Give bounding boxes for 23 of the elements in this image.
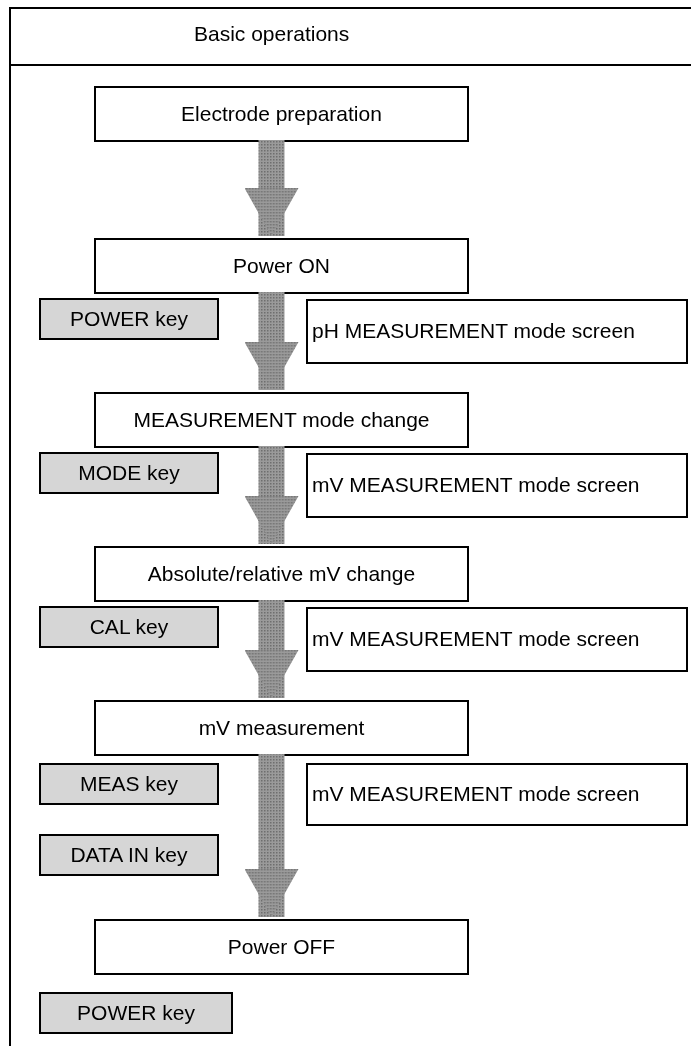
key-label-box: DATA IN key xyxy=(39,834,219,876)
process-box: Power OFF xyxy=(94,919,469,975)
screen-box: pH MEASUREMENT mode screen xyxy=(306,299,688,364)
key-label-box: POWER key xyxy=(39,992,233,1034)
screen-box: mV MEASUREMENT mode screen xyxy=(306,607,688,672)
key-label-box: POWER key xyxy=(39,298,219,340)
frame xyxy=(9,7,691,1046)
process-box: mV measurement xyxy=(94,700,469,756)
key-label-box: CAL key xyxy=(39,606,219,648)
heading: Basic operations xyxy=(194,21,350,47)
screen-box: mV MEASUREMENT mode screen xyxy=(306,763,688,826)
block-arrow xyxy=(244,754,299,917)
process-box: Absolute/relative mV change xyxy=(94,546,469,602)
process-box: Electrode preparation xyxy=(94,86,469,142)
process-box: Power ON xyxy=(94,238,469,294)
process-box: MEASUREMENT mode change xyxy=(94,392,469,448)
block-arrow xyxy=(244,446,299,544)
block-arrow xyxy=(244,140,299,236)
block-arrow xyxy=(244,292,299,390)
block-arrow xyxy=(244,600,299,698)
screen-box: mV MEASUREMENT mode screen xyxy=(306,453,688,518)
key-label-box: MEAS key xyxy=(39,763,219,805)
key-label-box: MODE key xyxy=(39,452,219,494)
